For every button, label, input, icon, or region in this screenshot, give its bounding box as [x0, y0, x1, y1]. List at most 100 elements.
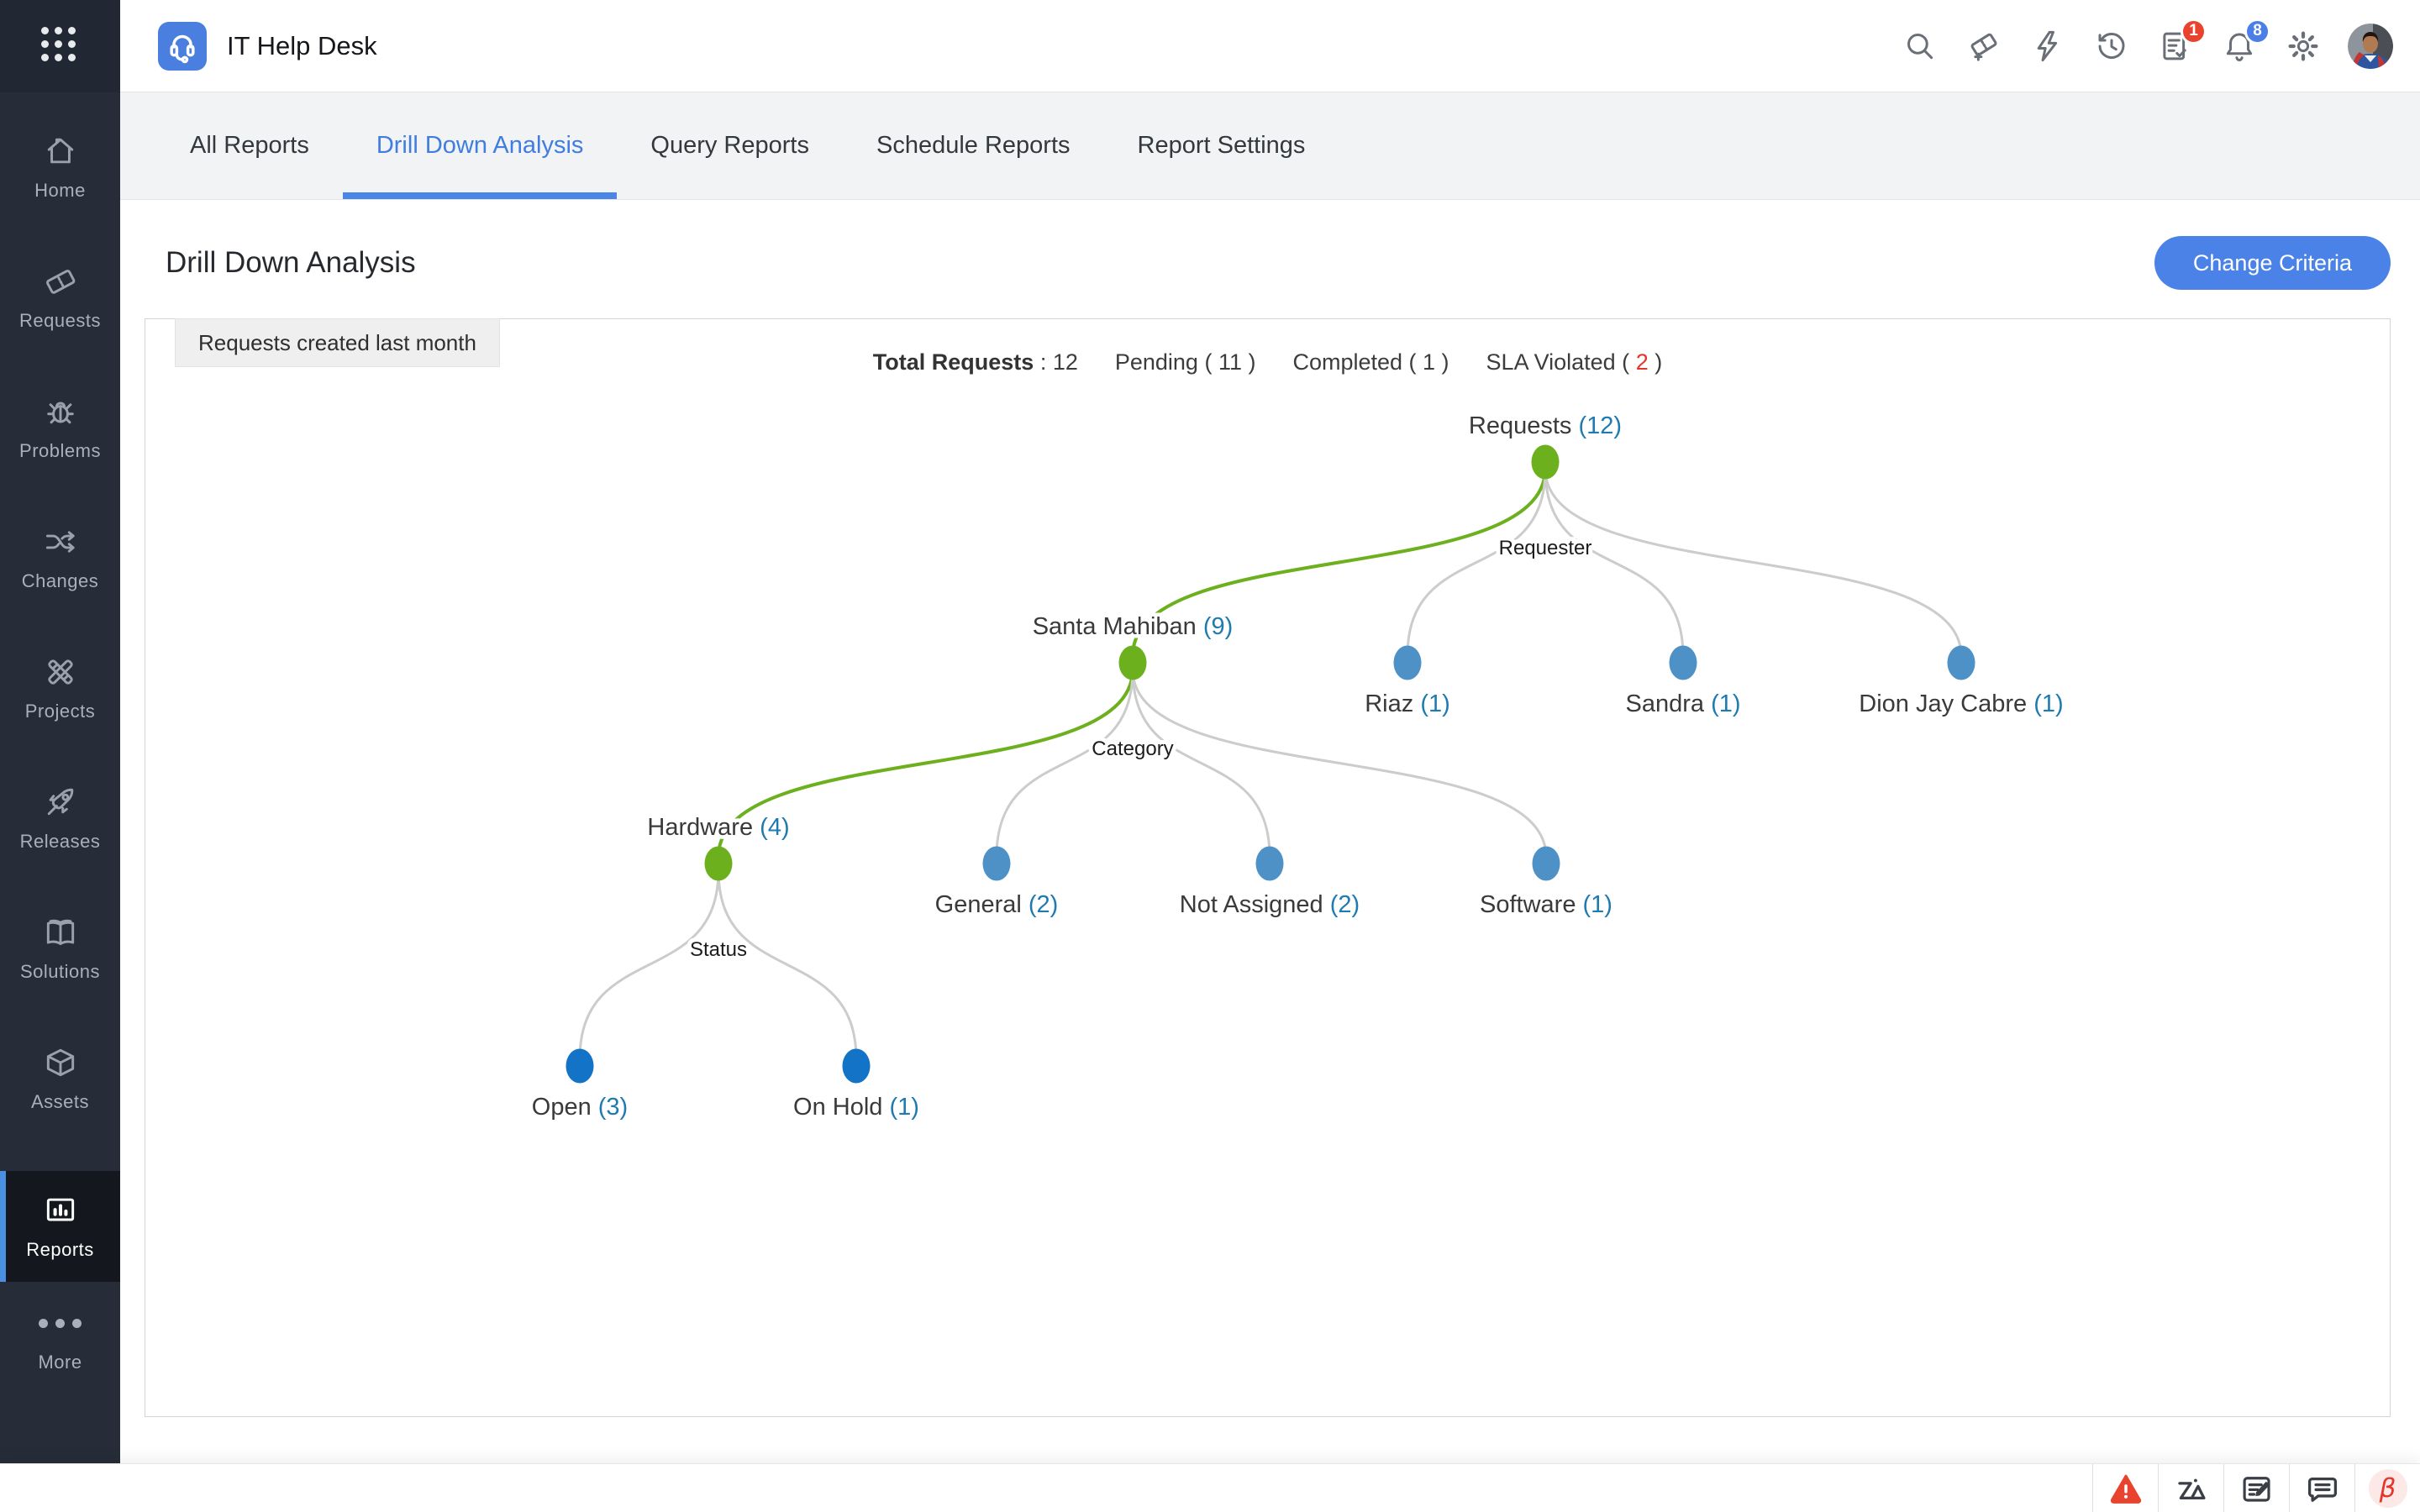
notifications-count-badge: 8 [2244, 18, 2270, 45]
tree-node-onhold[interactable] [842, 1048, 871, 1084]
tree-node-label-dion[interactable]: Dion Jay Cabre (1) [1855, 687, 2067, 722]
tab-report-settings[interactable]: Report Settings [1137, 132, 1306, 159]
avatar-photo [2348, 23, 2393, 69]
tree-node-requests[interactable] [1531, 444, 1560, 480]
tree-node-riaz[interactable] [1393, 645, 1422, 680]
beta-badge: β [2368, 1468, 2407, 1508]
edge-dimension-label: Category [1092, 738, 1173, 760]
sidebar-item-label: Changes [21, 570, 99, 591]
reports-tabbar: All Reports Drill Down Analysis Query Re… [120, 92, 2420, 200]
app-launcher-button[interactable] [0, 0, 120, 92]
tree-node-label-onhold[interactable]: On Hold (1) [790, 1090, 923, 1125]
edge-dimension-label: Status [690, 938, 747, 961]
gear-icon [2288, 31, 2318, 60]
total-requests-value: : 12 [1039, 349, 1078, 375]
history-button[interactable] [2092, 27, 2131, 66]
sidebar-item-problems[interactable]: Problems [0, 381, 120, 512]
sidebar-item-label: Requests [19, 310, 101, 331]
tree-node-label-santa[interactable]: Santa Mahiban (9) [1028, 610, 1237, 644]
edge-dimension-label: Requester [1499, 537, 1592, 559]
tree-edge [578, 869, 720, 1060]
tree-node-software[interactable] [1532, 846, 1560, 881]
zia-actions-button[interactable] [2028, 27, 2067, 66]
bottom-toolbar: β [0, 1463, 2420, 1512]
page-content: Drill Down Analysis Change Criteria Requ… [120, 200, 2420, 1512]
sidebar-item-more[interactable]: More [0, 1293, 120, 1423]
rocket-icon [47, 788, 73, 816]
tree-node-label-open[interactable]: Open (3) [528, 1090, 631, 1125]
tree-node-santa[interactable] [1118, 645, 1147, 680]
tab-query-reports[interactable]: Query Reports [650, 132, 809, 159]
lightning-icon [2037, 30, 2058, 61]
sidebar-item-label: Reports [26, 1239, 94, 1260]
tree-edge [1131, 468, 1547, 657]
sidebar-item-changes[interactable]: Changes [0, 512, 120, 642]
tree-edge [1544, 468, 1685, 657]
sidebar-item-home[interactable]: Home [0, 121, 120, 251]
zia-icon [2177, 1478, 2206, 1499]
notifications-button[interactable]: 8 [2220, 18, 2270, 66]
approvals-count-badge: 1 [2181, 18, 2207, 45]
tree-node-dion[interactable] [1947, 645, 1975, 680]
sidebar-item-releases[interactable]: Releases [0, 772, 120, 902]
tree-node-notassigned[interactable] [1255, 846, 1284, 881]
drilldown-panel: Total Requests : 12 Pending ( 11 ) Compl… [145, 318, 2391, 1417]
edit-note-icon [2243, 1476, 2270, 1502]
sidebar-item-assets[interactable]: Assets [0, 1032, 120, 1163]
zia-assistant-button[interactable] [2158, 1464, 2223, 1512]
tree-node-label-software[interactable]: Software (1) [1476, 888, 1617, 922]
sidebar-item-reports[interactable]: Reports [0, 1171, 120, 1282]
sidebar-item-requests[interactable]: Requests [0, 251, 120, 381]
sla-violated-count: SLA Violated ( 2 ) [1486, 349, 1663, 375]
crossed-tools-icon [47, 659, 73, 685]
settings-button[interactable] [2284, 27, 2323, 66]
app-logo[interactable] [158, 21, 207, 71]
headset-icon [170, 34, 195, 63]
tree-node-label-riaz[interactable]: Riaz (1) [1361, 687, 1455, 722]
alerts-button[interactable] [2092, 1464, 2158, 1512]
report-criteria-chip: Requests created last month [175, 318, 500, 367]
shuffle-icon [45, 531, 75, 553]
tree-node-label-hardware[interactable]: Hardware (4) [644, 811, 793, 845]
sidebar: Home Requests Problems Changes Projects … [0, 0, 120, 1463]
tree-node-hardware[interactable] [704, 846, 733, 881]
tab-schedule-reports[interactable]: Schedule Reports [876, 132, 1071, 159]
search-icon [1907, 33, 1933, 59]
tree-edge [717, 869, 858, 1060]
sidebar-item-label: Assets [30, 1091, 90, 1112]
sidebar-item-label: Solutions [19, 961, 100, 982]
add-ticket-icon [1970, 33, 1997, 61]
tree-edge [1131, 669, 1548, 858]
approvals-button[interactable]: 1 [2156, 18, 2207, 66]
tree-node-label-general[interactable]: General (2) [931, 888, 1062, 922]
app-title: IT Help Desk [227, 30, 377, 60]
beta-button[interactable]: β [2354, 1464, 2420, 1512]
change-criteria-button[interactable]: Change Criteria [2154, 236, 2391, 290]
header-actions: 1 8 [1901, 18, 2393, 69]
warning-icon [2110, 1474, 2141, 1504]
sidebar-item-projects[interactable]: Projects [0, 642, 120, 772]
user-avatar[interactable] [2348, 23, 2393, 69]
feedback-button[interactable] [2223, 1464, 2289, 1512]
chat-button[interactable] [2289, 1464, 2354, 1512]
sidebar-item-solutions[interactable]: Solutions [0, 902, 120, 1032]
tab-drill-down-analysis[interactable]: Drill Down Analysis [342, 92, 618, 199]
bug-icon [46, 402, 74, 424]
tree-node-label-sandra[interactable]: Sandra (1) [1622, 687, 1744, 722]
new-request-button[interactable] [1965, 27, 2003, 66]
book-icon [46, 919, 74, 946]
search-button[interactable] [1901, 27, 1939, 66]
tree-node-general[interactable] [982, 846, 1011, 881]
tree-node-sandra[interactable] [1669, 645, 1697, 680]
tree-edge [1131, 669, 1271, 858]
chat-icon [2307, 1477, 2337, 1502]
sidebar-item-label: Home [34, 180, 86, 201]
tree-node-label-requests[interactable]: Requests (12) [1465, 409, 1625, 444]
sidebar-item-label: Problems [19, 440, 101, 461]
tab-all-reports[interactable]: All Reports [190, 132, 309, 159]
tree-node-label-notassigned[interactable]: Not Assigned (2) [1176, 888, 1363, 922]
tree-edge [1406, 468, 1547, 657]
tree-node-open[interactable] [566, 1048, 594, 1084]
sidebar-item-label: More [38, 1352, 82, 1373]
